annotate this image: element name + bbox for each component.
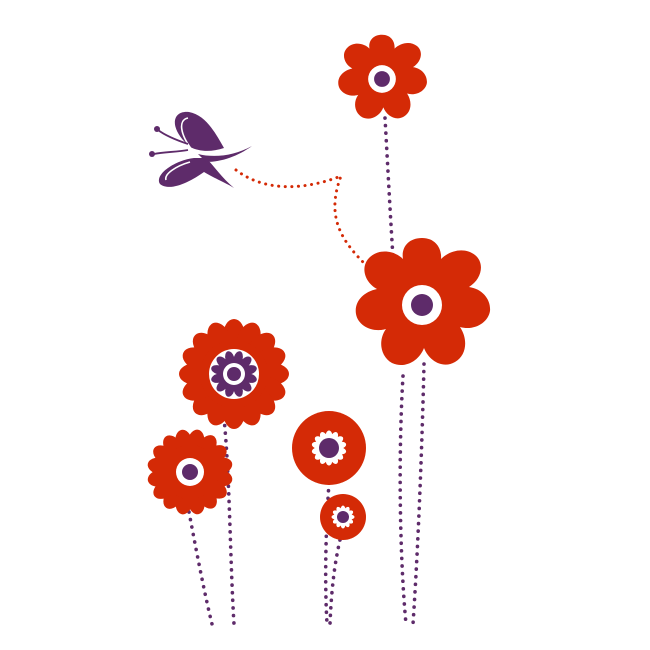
flower-center [411,294,433,316]
daisy-inner-petal [233,382,243,397]
stem-big-blossom-b [411,362,426,626]
daisy-inner-petal [242,365,257,375]
stem-top-blossom [383,116,398,302]
stems [187,116,426,626]
flower-center [182,464,198,480]
butterfly-body [198,146,252,162]
butterfly-lower-wing [158,158,235,188]
butterfly-upper-wing [174,111,224,151]
butterfly-antenna-b [153,149,189,155]
stem-big-daisy [222,416,236,626]
flower-blossom-large [355,238,491,366]
daisy-inner-petal [211,373,226,383]
flower-center [337,511,349,523]
butterfly-lower-wing-edge [165,161,191,181]
flower-daisy-large [179,319,289,429]
flower-center [319,438,339,458]
flower-daisy-small [147,429,233,515]
butterfly-antenna-tip [154,126,160,132]
flight-trail-dots [234,168,370,269]
flower-disc-large [292,411,366,485]
stem-big-disc [323,481,331,626]
flower-center [374,71,390,87]
stem-small-disc [328,538,342,626]
daisy-inner-petal [225,351,235,366]
butterfly-wing-vein [180,117,193,151]
butterfly-antenna-tip [149,151,155,157]
flight-trail [234,168,370,269]
butterfly-antenna-a [157,129,189,145]
stem-small-daisy [187,510,214,626]
flower-blossom-top [338,34,427,119]
stem-big-blossom-a [398,374,408,626]
flower-center [227,367,241,381]
flower-inner-petals [211,351,257,397]
butterfly-icon [149,111,252,188]
flower-disc-small [320,494,366,540]
